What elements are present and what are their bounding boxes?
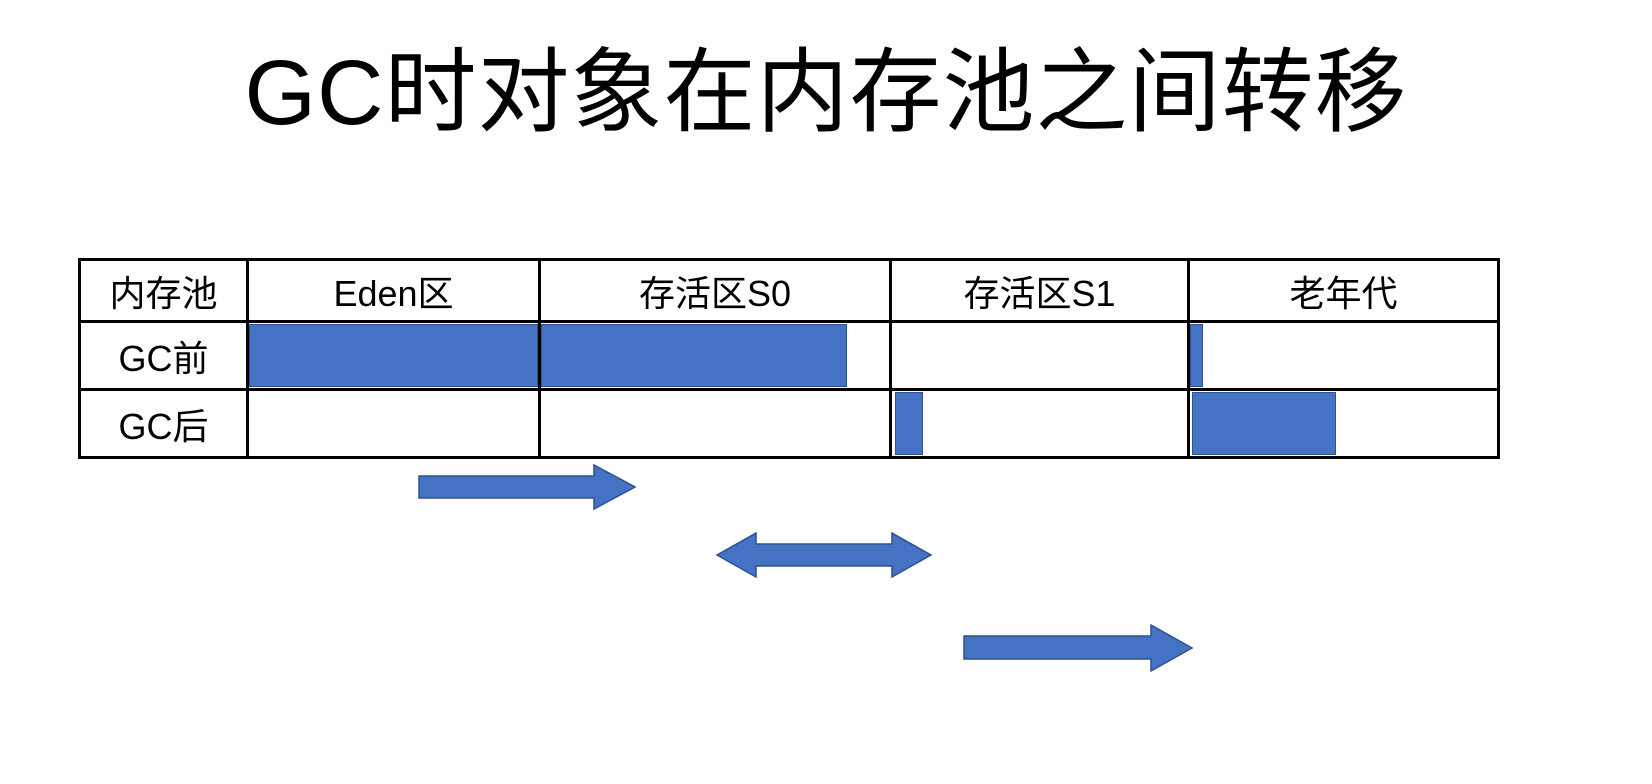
bar-pre-gc-survivor-s0 (541, 324, 848, 387)
cell-post-gc-eden (246, 388, 541, 459)
cell-post-gc-s0 (538, 388, 892, 459)
row-label-post-gc: GC后 (78, 388, 249, 459)
arrow-left-right-icon-s0-s1 (715, 531, 933, 579)
table-header-old-gen: 老年代 (1187, 258, 1500, 323)
cell-pre-gc-s1 (889, 320, 1190, 391)
bar-post-gc-survivor-s1 (894, 392, 923, 455)
table-header-survivor-s0: 存活区S0 (538, 258, 892, 323)
table-header-survivor-s1: 存活区S1 (889, 258, 1190, 323)
table-header-row: 内存池 Eden区 存活区S0 存活区S1 老年代 (78, 258, 1500, 323)
bar-pre-gc-old-gen (1190, 324, 1203, 387)
cell-post-gc-s1 (889, 388, 1190, 459)
table-row-pre-gc: GC前 (78, 320, 1500, 391)
page-title: GC时对象在内存池之间转移 (244, 42, 1408, 144)
cell-pre-gc-old (1187, 320, 1500, 391)
memory-pool-table: 内存池 Eden区 存活区S0 存活区S1 老年代 GC前 (78, 258, 1500, 459)
cell-pre-gc-eden (246, 320, 541, 391)
cell-pre-gc-s0 (538, 320, 892, 391)
bar-pre-gc-eden (249, 324, 538, 387)
table-row-post-gc: GC后 (78, 388, 1500, 459)
row-label-pre-gc: GC前 (78, 320, 249, 391)
arrow-right-icon-eden-to-s0 (418, 463, 637, 511)
cell-post-gc-old (1187, 388, 1500, 459)
table-header-eden: Eden区 (246, 258, 541, 323)
arrow-right-icon-s1-to-old (963, 623, 1194, 673)
table-header-pool: 内存池 (78, 258, 249, 323)
bar-post-gc-old-gen (1191, 392, 1337, 455)
